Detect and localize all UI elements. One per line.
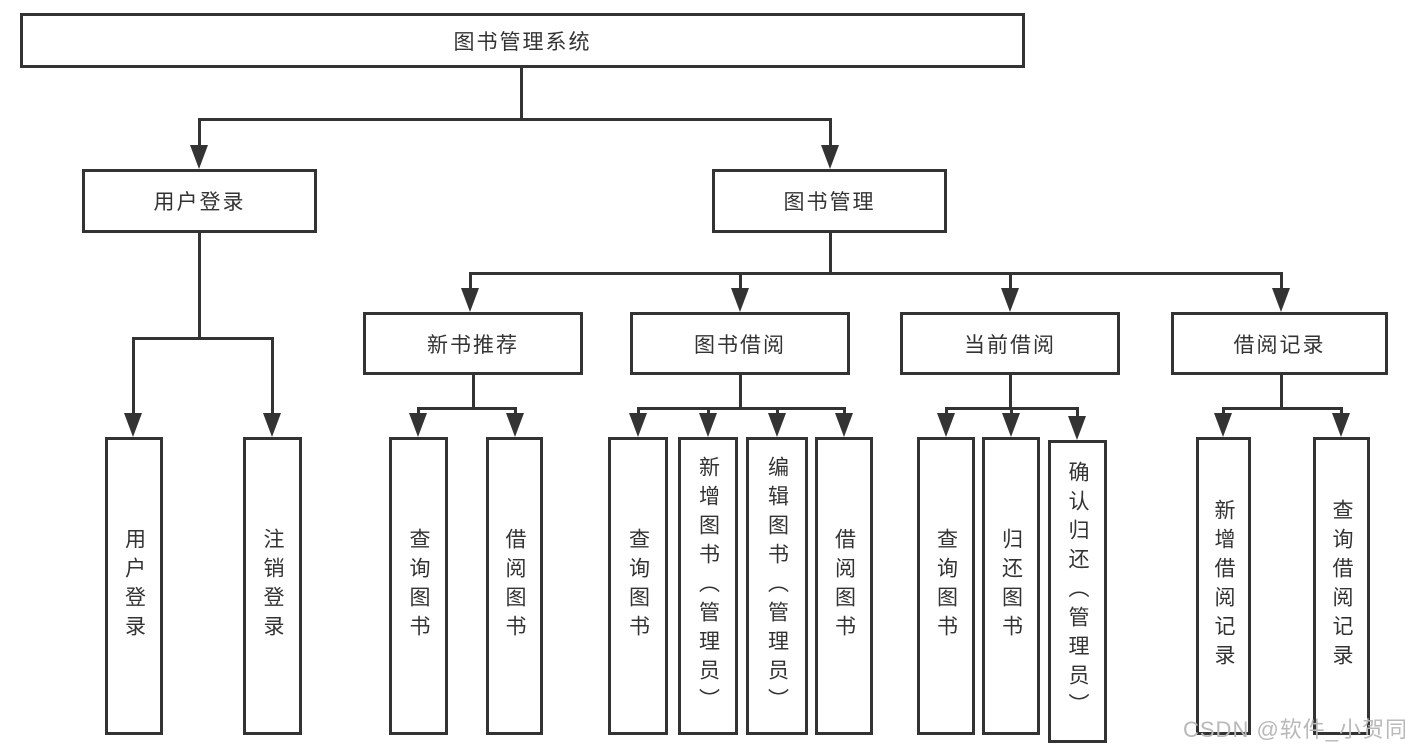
arrow-down: [1001, 288, 1019, 312]
connector: [1009, 375, 1012, 407]
connector: [829, 233, 832, 272]
node-book-management-label: 图书管理: [783, 191, 876, 214]
connector: [417, 407, 420, 417]
connector: [1222, 407, 1225, 417]
node-book-borrow: 图书借阅: [630, 312, 850, 375]
arrow-down: [409, 413, 427, 437]
leaf-query-borrow-record-label: 查询借阅记录: [1330, 499, 1353, 673]
arrow-down: [1214, 413, 1232, 437]
arrow-down: [629, 413, 647, 437]
connector: [1222, 407, 1343, 410]
leaf-query-book-1-label: 查询图书: [407, 528, 430, 644]
leaf-confirm-return-admin-label: 确认归还（管理员）: [1066, 461, 1089, 722]
connector: [1010, 407, 1013, 417]
connector: [1340, 407, 1343, 417]
leaf-add-book-admin: 新增图书（管理员）: [678, 437, 738, 735]
arrow-down: [937, 413, 955, 437]
connector: [739, 272, 742, 290]
leaf-query-book-3-label: 查询图书: [934, 528, 958, 644]
leaf-add-borrow-record-label: 新增借阅记录: [1212, 499, 1235, 673]
leaf-user-login: 用户登录: [105, 437, 163, 735]
arrow-down: [699, 413, 717, 437]
node-book-management: 图书管理: [712, 169, 947, 233]
connector: [843, 407, 846, 417]
leaf-borrow-book-2-label: 借阅图书: [832, 528, 856, 644]
connector: [198, 233, 201, 337]
leaf-add-borrow-record: 新增借阅记录: [1196, 437, 1251, 735]
leaf-query-borrow-record: 查询借阅记录: [1313, 437, 1370, 735]
arrow-down: [821, 145, 839, 169]
connector: [1280, 272, 1283, 290]
leaf-edit-book-admin-label: 编辑图书（管理员）: [765, 455, 789, 717]
arrow-down: [506, 413, 524, 437]
node-borrow-record-label: 借阅记录: [1233, 333, 1326, 357]
node-book-borrow-label: 图书借阅: [694, 333, 786, 357]
leaf-edit-book-admin: 编辑图书（管理员）: [746, 437, 808, 735]
connector: [472, 375, 475, 407]
leaf-borrow-book-2: 借阅图书: [815, 437, 873, 735]
node-borrow-record: 借阅记录: [1171, 312, 1388, 375]
leaf-query-book-2: 查询图书: [608, 437, 668, 735]
connector: [417, 407, 517, 410]
arrow-down: [731, 288, 749, 312]
connector: [1076, 407, 1079, 419]
arrow-down: [1002, 413, 1020, 437]
leaf-return-book-label: 归还图书: [999, 528, 1023, 644]
arrow-down: [461, 288, 479, 312]
arrow-down: [263, 413, 281, 437]
connector: [637, 407, 846, 410]
arrow-down: [1272, 288, 1290, 312]
arrow-down: [1068, 416, 1086, 440]
node-user-login: 用户登录: [82, 169, 317, 233]
arrow-down: [835, 413, 853, 437]
node-user-login-label: 用户登录: [153, 191, 246, 214]
connector: [739, 375, 742, 407]
connector: [707, 407, 710, 417]
node-current-borrow: 当前借阅: [900, 312, 1120, 375]
leaf-return-book: 归还图书: [982, 437, 1040, 735]
leaf-query-book-1: 查询图书: [389, 437, 448, 735]
connector: [945, 407, 948, 417]
node-root: 图书管理系统: [20, 13, 1025, 68]
node-root-label: 图书管理系统: [453, 30, 592, 54]
connector: [198, 118, 201, 150]
connector: [132, 337, 274, 340]
arrow-down: [1332, 413, 1350, 437]
arrow-down: [124, 413, 142, 437]
connector: [1280, 375, 1283, 407]
connector: [271, 337, 274, 415]
leaf-logout-label: 注销登录: [261, 528, 284, 644]
arrow-down: [768, 413, 786, 437]
leaf-borrow-book-1: 借阅图书: [486, 437, 543, 735]
connector: [1009, 272, 1012, 290]
connector: [520, 68, 523, 118]
node-new-book-recommend-label: 新书推荐: [427, 333, 519, 357]
connector: [198, 118, 832, 121]
arrow-down: [190, 145, 208, 169]
leaf-confirm-return-admin: 确认归还（管理员）: [1048, 440, 1107, 743]
connector: [776, 407, 779, 417]
leaf-query-book-2-label: 查询图书: [626, 528, 650, 644]
csdn-watermark: CSDN @软件_小贺同学: [1183, 717, 1405, 742]
leaf-logout: 注销登录: [243, 437, 302, 735]
connector: [469, 272, 1283, 275]
connector: [514, 407, 517, 417]
leaf-add-book-admin-label: 新增图书（管理员）: [696, 455, 720, 717]
connector: [637, 407, 640, 417]
leaf-query-book-3: 查询图书: [917, 437, 975, 735]
connector: [469, 272, 472, 290]
connector: [132, 337, 135, 415]
leaf-borrow-book-1-label: 借阅图书: [503, 528, 526, 644]
connector: [829, 118, 832, 150]
node-current-borrow-label: 当前借阅: [964, 333, 1056, 357]
node-new-book-recommend: 新书推荐: [363, 312, 583, 375]
leaf-user-login-label: 用户登录: [122, 528, 146, 644]
